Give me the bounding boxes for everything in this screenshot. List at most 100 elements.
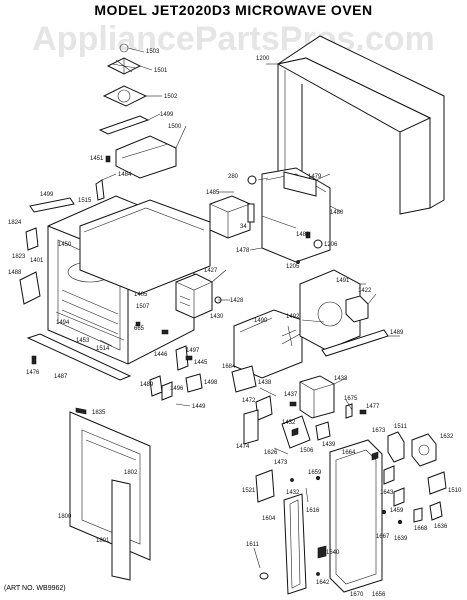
callout-1500: 1500 xyxy=(168,124,182,130)
callout-1476: 1476 xyxy=(26,370,40,376)
callout-1206: 1206 xyxy=(324,242,338,248)
lever-1439[interactable] xyxy=(315,421,331,441)
callout-1439: 1439 xyxy=(322,442,336,448)
motor-1422[interactable] xyxy=(345,295,369,323)
bracket-1488[interactable] xyxy=(19,271,41,305)
switch-1437[interactable] xyxy=(289,401,297,407)
callout-1401: 1401 xyxy=(30,258,44,264)
bracket-1521[interactable] xyxy=(255,469,275,503)
callout-1510: 1510 xyxy=(448,488,462,494)
callout-1656: 1656 xyxy=(372,592,386,598)
callout-1640: 1640 xyxy=(326,550,340,556)
bracket-1823[interactable] xyxy=(25,227,39,251)
callout-34: 34 xyxy=(240,224,247,230)
fuse-1675[interactable] xyxy=(345,403,353,419)
lamp-280[interactable] xyxy=(247,175,257,185)
part-1510[interactable] xyxy=(427,471,447,495)
screw-1205[interactable] xyxy=(296,260,300,264)
door-handle-1801[interactable] xyxy=(111,479,131,581)
callout-1433: 1433 xyxy=(334,376,348,382)
cavity-top-1450[interactable] xyxy=(79,199,211,295)
callout-1501: 1501 xyxy=(154,68,168,74)
callout-1478: 1478 xyxy=(236,248,250,254)
panel-1474[interactable] xyxy=(243,409,259,445)
spring-1449[interactable] xyxy=(175,403,191,407)
plate-1438[interactable] xyxy=(259,387,277,397)
knob-1640[interactable] xyxy=(317,545,327,559)
part-1636[interactable] xyxy=(429,501,443,521)
callout-1484: 1484 xyxy=(118,172,132,178)
door-panel-1604[interactable] xyxy=(283,493,307,595)
capacitor-1433[interactable] xyxy=(299,375,335,419)
switch-1643[interactable] xyxy=(383,465,395,485)
switch-1497[interactable] xyxy=(185,355,193,361)
callout-1514: 1514 xyxy=(96,346,110,352)
screw-1659[interactable] xyxy=(315,475,321,481)
knob-1459[interactable] xyxy=(393,487,405,507)
screw-1432[interactable] xyxy=(290,478,294,482)
screw-1451[interactable] xyxy=(105,155,111,163)
callout-1438: 1438 xyxy=(258,380,272,386)
screw-1639[interactable] xyxy=(397,519,403,525)
door-1800[interactable] xyxy=(69,411,151,561)
magnetron-1427[interactable] xyxy=(175,273,213,319)
callout-1502: 1502 xyxy=(164,94,178,100)
spring-1616[interactable] xyxy=(305,487,309,503)
callout-1800: 1800 xyxy=(58,514,72,520)
lever-1496[interactable] xyxy=(161,381,173,401)
bracket-1684[interactable] xyxy=(231,365,257,393)
fan-bracket-1490[interactable] xyxy=(233,309,303,379)
terminal-1477[interactable] xyxy=(359,409,367,415)
callout-1507: 1507 xyxy=(136,304,150,310)
motor-1632[interactable] xyxy=(411,433,437,467)
clip-1481[interactable] xyxy=(305,231,311,239)
foot-1476[interactable] xyxy=(31,355,37,365)
shelf-1494[interactable] xyxy=(55,311,125,341)
callout-1642: 1642 xyxy=(316,580,330,586)
callout-1479: 1479 xyxy=(308,174,322,180)
timer-1511[interactable] xyxy=(387,431,405,463)
part-1668[interactable] xyxy=(413,507,423,523)
callout-1488: 1488 xyxy=(8,270,22,276)
callout-1446: 1446 xyxy=(154,352,168,358)
bottom-plate-1487[interactable] xyxy=(26,333,132,381)
transformer-1485[interactable] xyxy=(209,195,251,239)
screw-1642[interactable] xyxy=(316,572,320,576)
socket-34[interactable] xyxy=(247,203,255,223)
callout-1492: 1492 xyxy=(286,314,300,320)
switch-1446[interactable] xyxy=(175,345,189,371)
callout-1437: 1437 xyxy=(284,392,298,398)
control-panel-1664[interactable] xyxy=(329,439,383,593)
bracket-1502[interactable] xyxy=(98,115,150,135)
lever-1498[interactable] xyxy=(185,373,203,393)
air-duct-1479-1480[interactable] xyxy=(261,167,331,263)
plate-1478[interactable] xyxy=(261,215,297,229)
stirrer-fan-1503-1501[interactable] xyxy=(102,43,148,107)
bracket-1405[interactable] xyxy=(161,329,169,335)
callout-1489b: 1489 xyxy=(140,382,154,388)
callout-1670: 1670 xyxy=(350,592,364,598)
bulb-1611[interactable] xyxy=(253,547,269,580)
thermostat-1206[interactable] xyxy=(313,239,323,249)
callout-1823: 1823 xyxy=(12,254,26,260)
door-latch-1835[interactable] xyxy=(75,407,87,415)
board-1473[interactable] xyxy=(273,447,289,455)
choke-1514[interactable] xyxy=(99,339,113,347)
callout-1673: 1673 xyxy=(372,428,386,434)
screw-1667[interactable] xyxy=(381,509,387,515)
callout-1616: 1616 xyxy=(306,508,320,514)
part-665[interactable] xyxy=(135,321,141,327)
fan-blade-1492[interactable] xyxy=(281,325,301,347)
rail-1484[interactable] xyxy=(95,179,105,201)
air-guide-1491[interactable] xyxy=(299,269,361,351)
clip-1673[interactable] xyxy=(371,451,379,461)
callout-1480: 1480 xyxy=(330,210,344,216)
watermark-text: AppliancePartsPros.com xyxy=(32,20,435,58)
callout-1453: 1453 xyxy=(76,338,90,344)
callout-1485: 1485 xyxy=(206,190,220,196)
switch-1626-1506[interactable] xyxy=(281,415,311,449)
waveguide-cover-1526[interactable] xyxy=(115,135,177,179)
callout-1490: 1490 xyxy=(254,318,268,324)
rail-1499-left[interactable] xyxy=(29,197,75,213)
